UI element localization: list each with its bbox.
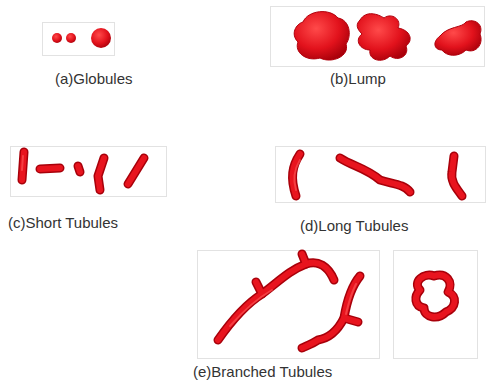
lumps bbox=[294, 12, 481, 61]
globules bbox=[52, 28, 111, 48]
panel-caption: (d)Long Tubules bbox=[300, 217, 408, 235]
panel-caption: (a)Globules bbox=[55, 70, 133, 88]
panel-caption: (e)Branched Tubules bbox=[193, 363, 332, 381]
panel-caption: (b)Lump bbox=[330, 70, 386, 88]
panel-caption: (c)Short Tubules bbox=[8, 214, 118, 232]
panel-frame bbox=[11, 7, 486, 359]
tubules bbox=[22, 152, 462, 348]
